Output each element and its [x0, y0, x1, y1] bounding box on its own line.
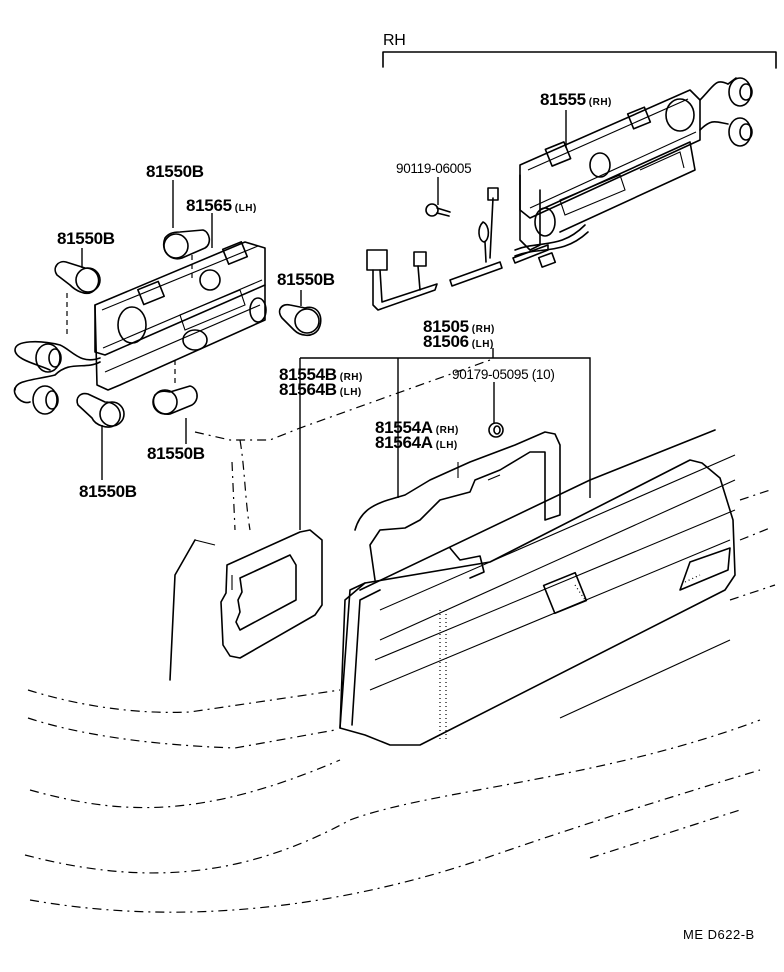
label-81506[interactable]: 81506(LH)	[423, 333, 494, 353]
outer-gasket[interactable]	[220, 529, 323, 659]
label-81555[interactable]: 81555(RH)	[540, 91, 612, 111]
bulb-left-upper[interactable]	[54, 260, 101, 295]
side-suffix: (RH)	[435, 425, 459, 436]
screw-90119-06005[interactable]	[425, 203, 451, 217]
side-suffix: (LH)	[234, 203, 257, 214]
side-suffix: (LH)	[471, 339, 494, 350]
part-number: 81555	[540, 90, 586, 109]
side-suffix: (RH)	[471, 324, 495, 335]
label-81550b-left[interactable]: 81550B	[57, 229, 115, 248]
rh-bracket	[382, 51, 777, 69]
part-number: 81564B	[279, 380, 337, 399]
side-suffix: (LH)	[435, 440, 458, 451]
wire-harness[interactable]	[366, 187, 549, 311]
inner-gasket[interactable]	[354, 431, 561, 581]
label-90119-06005[interactable]: 90119-06005	[396, 161, 472, 176]
diagram-code: ME D622-B	[683, 927, 755, 942]
bulb-left-lower[interactable]	[76, 392, 125, 428]
part-number: 81554A	[375, 418, 433, 437]
rear-combination-lamp-lens[interactable]	[339, 429, 736, 746]
label-81550b-right[interactable]: 81550B	[277, 270, 335, 289]
label-90179-05095[interactable]: 90179-05095 (10)	[452, 367, 555, 382]
vehicle-body-outline	[24, 359, 776, 913]
part-number: 81565	[186, 196, 232, 215]
label-81554b[interactable]: 81554B(RH)	[279, 366, 363, 386]
lh-socket-wire-assembly[interactable]	[13, 241, 267, 415]
part-number: 81554B	[279, 365, 337, 384]
bulb-mid-lower[interactable]	[152, 385, 198, 415]
side-suffix: (RH)	[588, 97, 612, 108]
label-81565[interactable]: 81565(LH)	[186, 197, 257, 217]
bulb-guides	[66, 255, 193, 385]
label-81564a[interactable]: 81564A(LH)	[375, 434, 458, 454]
part-number: 81506	[423, 332, 469, 351]
part-number: 81505	[423, 317, 469, 336]
bulbs[interactable]	[54, 229, 322, 428]
grommet-nut-90179-05095[interactable]	[488, 422, 504, 438]
bulb-top[interactable]	[163, 229, 211, 260]
label-81550b-bottom[interactable]: 81550B	[79, 482, 137, 501]
side-suffix: (LH)	[339, 387, 362, 398]
label-81550b-mid[interactable]: 81550B	[147, 444, 205, 463]
bulb-right[interactable]	[278, 303, 322, 337]
label-81564b[interactable]: 81564B(LH)	[279, 381, 362, 401]
rh-section-header: RH	[383, 32, 406, 49]
label-81505[interactable]: 81505(RH)	[423, 318, 495, 338]
side-suffix: (RH)	[339, 372, 363, 383]
label-81550b-top[interactable]: 81550B	[146, 162, 204, 181]
leader-lines	[81, 110, 591, 530]
label-81554a[interactable]: 81554A(RH)	[375, 419, 459, 439]
rh-socket-wire-assembly[interactable]	[514, 77, 753, 268]
part-number: 81564A	[375, 433, 433, 452]
